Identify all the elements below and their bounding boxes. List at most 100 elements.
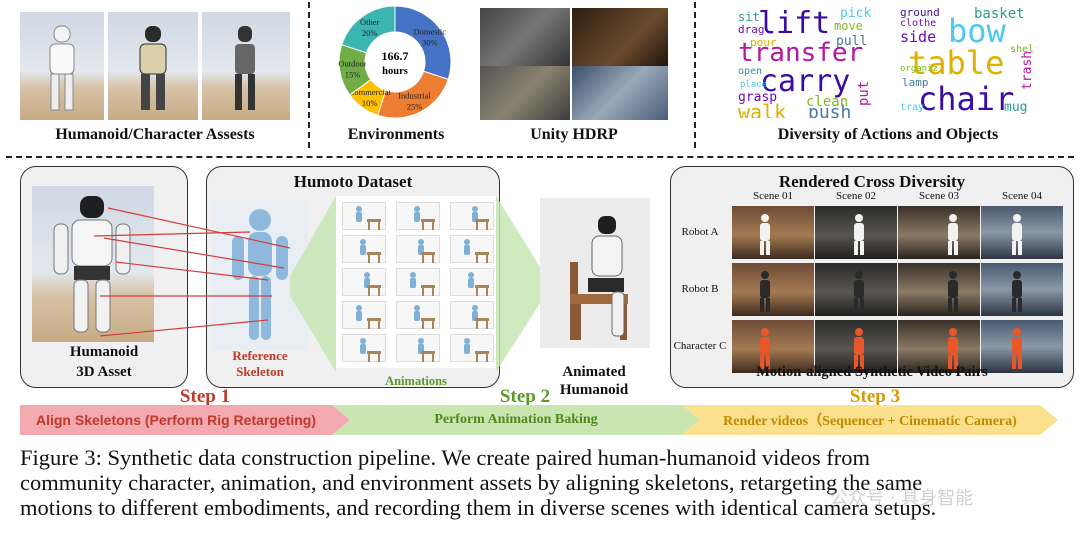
reference-skeleton-label-line1: Reference bbox=[232, 348, 288, 363]
figure-icon bbox=[760, 271, 770, 312]
step1-bar: Align Skeletons (Perform Rig Retargeting… bbox=[35, 412, 317, 428]
unity-hdrp-label: Unity HDRP bbox=[530, 126, 618, 143]
animated-figure-icon bbox=[472, 305, 489, 329]
environments-label: Environments bbox=[347, 126, 445, 143]
scene-header: Scene 02 bbox=[835, 190, 876, 202]
scene-row-label: Character C bbox=[673, 340, 727, 352]
donut-center bbox=[366, 33, 424, 91]
step2-label: Step 2 bbox=[499, 386, 551, 407]
donut-label-industrial-pct: 25% bbox=[407, 101, 423, 111]
step2-bar: Perform Animation Baking bbox=[434, 412, 598, 427]
donut-label-commercial-pct: 10% bbox=[362, 98, 378, 108]
figure-icon bbox=[1012, 271, 1022, 312]
rendered-diversity-title: Rendered Cross Diversity bbox=[778, 172, 966, 191]
separator-1 bbox=[308, 2, 310, 148]
word-open: open bbox=[738, 66, 763, 77]
figure-icon bbox=[948, 328, 958, 369]
scene-row-label: Robot A bbox=[681, 226, 719, 238]
step3-bar: Render videos（Sequencer + Cinematic Came… bbox=[723, 414, 1017, 429]
scene-cell bbox=[815, 320, 897, 373]
word-table: table bbox=[908, 44, 1005, 82]
caption-line1: Figure 3: Synthetic data construction pi… bbox=[20, 445, 871, 470]
humanoid-asset-label-line1: Humanoid bbox=[69, 344, 139, 360]
animation-thumbnail bbox=[396, 268, 440, 296]
figure-icon bbox=[854, 214, 864, 255]
scene-cell bbox=[898, 263, 980, 316]
robot-figure-icon bbox=[139, 26, 167, 110]
animated-figure-icon bbox=[468, 272, 489, 296]
figure-icon bbox=[760, 328, 770, 369]
animated-humanoid-label-line1: Animated bbox=[562, 364, 626, 380]
scene-cell bbox=[981, 320, 1063, 373]
step3-label: Step 3 bbox=[849, 386, 901, 407]
animated-figure-icon bbox=[418, 239, 435, 263]
video-pairs-label: Motion-aligned Synthetic Video Pairs bbox=[756, 364, 988, 380]
animation-thumbnail bbox=[450, 268, 494, 296]
word-shelf: shelf bbox=[1010, 44, 1036, 55]
humanoid-robot-icon bbox=[53, 196, 131, 333]
reference-skeleton-label-line2: Skeleton bbox=[236, 364, 284, 379]
animation-thumbnail bbox=[396, 202, 440, 230]
animations-label: Animations bbox=[385, 374, 447, 388]
word-move: move bbox=[834, 19, 863, 33]
animation-thumbnail bbox=[342, 301, 386, 329]
animated-figure-icon bbox=[464, 338, 489, 362]
donut-label-outdoor-pct: 15% bbox=[345, 70, 361, 80]
humoto-dataset-title: Humoto Dataset bbox=[293, 172, 413, 191]
figure-icon bbox=[854, 271, 864, 312]
animation-thumbnail bbox=[342, 235, 386, 263]
word-basket: basket bbox=[974, 6, 1025, 22]
scene-cell bbox=[815, 206, 897, 259]
animated-figure-icon bbox=[360, 239, 381, 263]
scene-cell bbox=[732, 206, 814, 259]
word-lift: lift bbox=[758, 6, 831, 41]
animation-thumbnail bbox=[396, 301, 440, 329]
unity-scene-2 bbox=[572, 8, 668, 66]
word-drag: drag bbox=[738, 23, 765, 36]
scene-header: Scene 01 bbox=[752, 190, 793, 202]
animated-figure-icon bbox=[414, 305, 435, 329]
scene-cell bbox=[981, 263, 1063, 316]
animation-thumbnail bbox=[450, 301, 494, 329]
animated-humanoid-label-line2: Humanoid bbox=[559, 382, 629, 398]
animation-thumbnail bbox=[396, 235, 440, 263]
animated-figure-icon bbox=[410, 272, 435, 296]
donut-label-industrial-name: Industrial bbox=[398, 90, 431, 100]
animated-figure-icon bbox=[464, 239, 489, 263]
humanoid-assets-label: Humanoid/Character Assests bbox=[55, 126, 255, 143]
scene-cell bbox=[732, 263, 814, 316]
word-carry: carry bbox=[760, 64, 851, 99]
scene-cell bbox=[898, 320, 980, 373]
humanoid-asset-label-line2: 3D Asset bbox=[76, 364, 132, 380]
row-separator bbox=[6, 156, 1074, 158]
unity-scene-3 bbox=[480, 66, 570, 120]
word-place: place bbox=[740, 80, 768, 90]
step-bars-background bbox=[20, 405, 1058, 435]
donut-center-value: 166.7 bbox=[382, 49, 409, 63]
word-pick: pick bbox=[840, 6, 872, 21]
scene-row-label: Robot B bbox=[681, 283, 719, 295]
donut-label-other-name: Other bbox=[360, 17, 380, 27]
scene-cell bbox=[815, 263, 897, 316]
figure-icon bbox=[854, 328, 864, 369]
caption-line2: community character, animation, and envi… bbox=[20, 470, 923, 495]
baking-funnel bbox=[496, 196, 542, 372]
animated-figure-icon bbox=[356, 305, 381, 329]
scene-cell bbox=[732, 320, 814, 373]
word-walk: walk bbox=[738, 100, 787, 118]
animation-thumbnail bbox=[396, 334, 440, 362]
animation-thumbnail bbox=[450, 334, 494, 362]
donut-label-outdoor-name: Outdoor bbox=[338, 59, 367, 69]
donut-label-commercial-name: Commercial bbox=[349, 87, 392, 97]
animations-grid bbox=[336, 196, 496, 368]
animated-figure-icon bbox=[418, 338, 435, 362]
animation-thumbnail bbox=[450, 202, 494, 230]
humanoid-photo-1 bbox=[20, 12, 104, 120]
donut-label-domestic-name: Domestic bbox=[413, 27, 446, 37]
word-ground: ground bbox=[900, 6, 940, 19]
donut-label-other-pct: 20% bbox=[362, 28, 378, 38]
figure-icon bbox=[948, 214, 958, 255]
donut-label-domestic-pct: 30% bbox=[422, 38, 438, 48]
